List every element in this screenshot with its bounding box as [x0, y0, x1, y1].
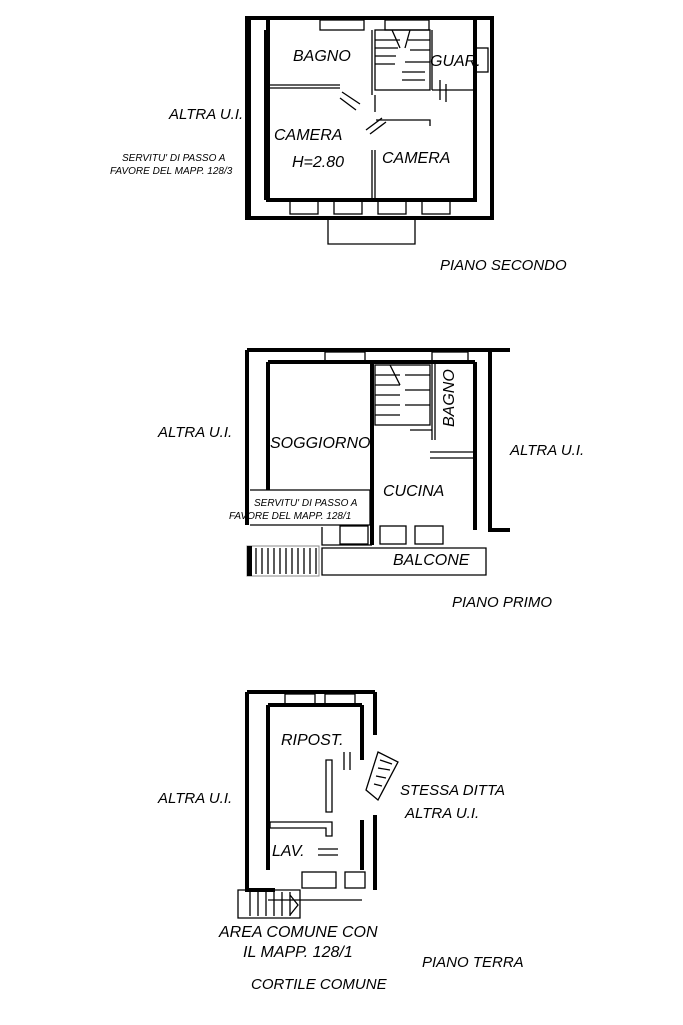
outer-wall: [245, 16, 494, 220]
floor-title-secondo: PIANO SECONDO: [440, 257, 567, 274]
window: [284, 693, 316, 706]
window: [377, 199, 407, 215]
balcony-outline: [327, 218, 416, 245]
side-label-altra-ui-left: ALTRA U.I.: [157, 790, 232, 807]
side-label-altra-ui: ALTRA U.I.: [168, 106, 243, 123]
room-label-bagno: BAGNO: [441, 369, 458, 427]
side-label-stessa-ditta: STESSA DITTA: [400, 782, 505, 799]
staircase: [374, 364, 431, 426]
door: [339, 91, 361, 111]
window: [384, 19, 430, 31]
servitu-line-2: FAVORE DEL MAPP. 128/1: [229, 511, 351, 522]
staircase: [365, 751, 399, 802]
door: [439, 80, 447, 102]
window: [431, 351, 469, 363]
plan-piano-terra: RIPOST. LAV. ALTRA U.I. STESSA DITTA ALT…: [157, 690, 524, 993]
window: [339, 525, 369, 545]
window: [421, 199, 451, 215]
external-stairs: [246, 545, 320, 577]
window: [324, 693, 356, 706]
window: [319, 19, 365, 31]
room-label-lavanderia: LAV.: [272, 843, 305, 860]
plan-piano-secondo: BAGNO GUAR. CAMERA H=2.80 CAMERA ALTRA U…: [110, 16, 567, 274]
room-label-soggiorno: SOGGIORNO: [270, 435, 370, 452]
room-label-cucina: CUCINA: [383, 483, 444, 500]
area-comune-line-2: IL MAPP. 128/1: [243, 944, 353, 961]
side-label-altra-ui-right: ALTRA U.I.: [404, 805, 479, 822]
servitu-line-2: FAVORE DEL MAPP. 128/3: [110, 166, 233, 177]
external-stairs: [237, 889, 301, 919]
area-comune-line-1: AREA COMUNE CON: [218, 924, 378, 941]
window: [344, 871, 366, 889]
window: [289, 199, 319, 215]
room-label-guardaroba: GUAR.: [430, 53, 481, 70]
outer-wall: [245, 692, 275, 892]
side-label-altra-ui-left: ALTRA U.I.: [157, 424, 232, 441]
window: [475, 47, 489, 73]
window: [324, 351, 366, 363]
door: [343, 752, 351, 770]
servitu-line-1: SERVITU' DI PASSO A: [122, 153, 226, 164]
cortile-comune-label: CORTILE COMUNE: [251, 976, 388, 993]
room-label-ripostiglio: RIPOST.: [281, 732, 344, 749]
floor-title-primo: PIANO PRIMO: [452, 594, 552, 611]
room-label-balcone: BALCONE: [393, 552, 470, 569]
room-label-camera-left: CAMERA: [274, 127, 342, 144]
window: [301, 871, 337, 889]
floor-title-terra: PIANO TERRA: [422, 954, 524, 971]
servitu-line-1: SERVITU' DI PASSO A: [254, 498, 358, 509]
room-label-bagno: BAGNO: [293, 48, 351, 65]
room-label-camera-right: CAMERA: [382, 150, 450, 167]
staircase: [374, 29, 431, 91]
window: [414, 525, 444, 545]
plan-piano-primo: SOGGIORNO CUCINA BALCONE BAGNO ALTRA U.I…: [157, 348, 584, 611]
window: [333, 199, 363, 215]
room-label-camera-height: H=2.80: [292, 154, 344, 171]
window: [379, 525, 407, 545]
side-label-altra-ui-right: ALTRA U.I.: [509, 442, 584, 459]
balcony-outline: [321, 547, 487, 576]
